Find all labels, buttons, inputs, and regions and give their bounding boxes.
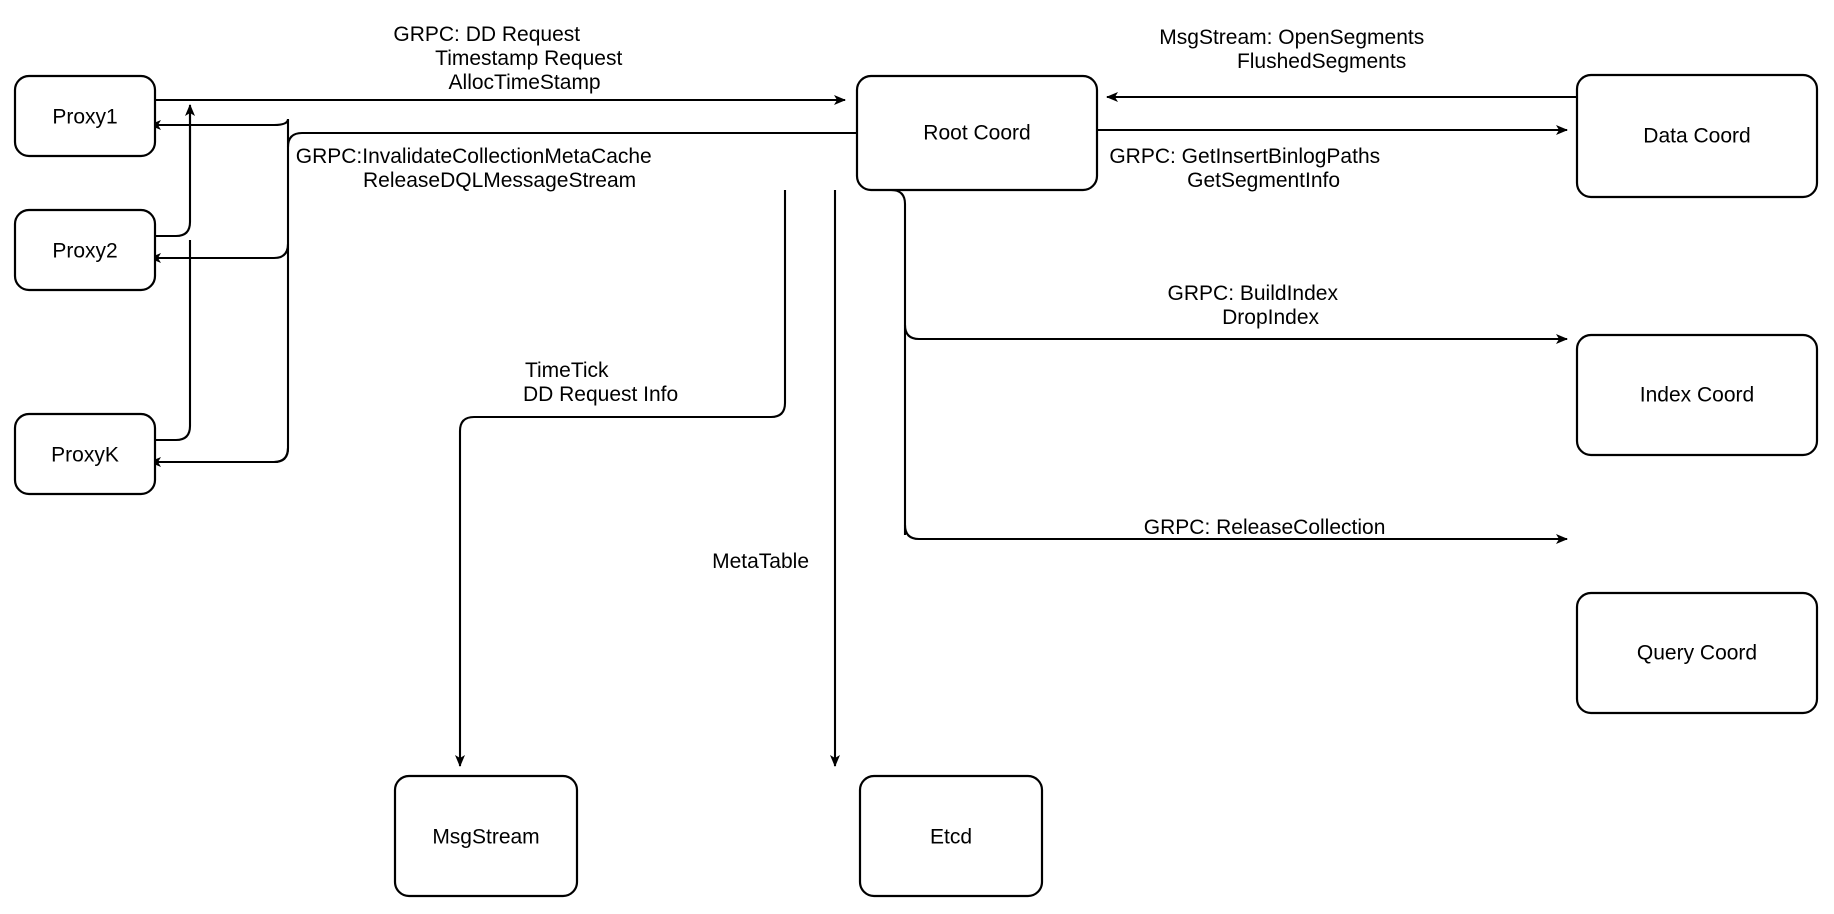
edge-label-root-to-indexcoord: GRPC: BuildIndex DropIndex	[0, 0, 1390, 329]
edge-label-root-to-etcd: MetaTable	[0, 0, 850, 573]
node-proxyk[interactable]: ProxyK	[13, 412, 157, 496]
edges-layer	[149, 92, 1577, 767]
edge-root-to-proxy1	[149, 118, 290, 147]
edge-root-right-trunk	[890, 188, 907, 535]
node-proxyk-shape[interactable]	[13, 412, 157, 496]
node-proxy1[interactable]: Proxy1	[13, 74, 157, 158]
edge-label-root-to-datacoord: GRPC: GetInsertBinlogPaths GetSegmentInf…	[0, 0, 1433, 192]
node-root-coord-label: Root Coord	[923, 122, 1030, 145]
edge-root-to-msgstream	[455, 190, 787, 767]
node-query-coord-label: Query Coord	[1637, 642, 1757, 665]
node-index-coord-shape[interactable]	[1575, 333, 1819, 457]
node-proxy2-shape[interactable]	[13, 208, 157, 292]
edge-root-to-proxyk	[149, 447, 290, 467]
node-data-coord-shape[interactable]	[1575, 73, 1819, 199]
node-etcd-shape[interactable]	[858, 774, 1044, 898]
node-msgstream-shape[interactable]	[393, 774, 579, 898]
edge-label-datacoord-to-root: MsgStream: OpenSegments FlushedSegments	[0, 0, 1477, 73]
node-query-coord-shape[interactable]	[1575, 591, 1819, 715]
edge-label-root-to-querycoord: GRPC: ReleaseCollection	[0, 0, 1426, 539]
node-etcd-label: Etcd	[930, 826, 972, 849]
node-root-coord-shape[interactable]	[855, 74, 1099, 192]
edge-proxyk-trunk	[155, 240, 192, 442]
edge-label-proxy-to-root: GRPC: DD Request Timestamp Request Alloc…	[0, 0, 675, 94]
nodes-layer: Proxy1 Proxy2 ProxyK Root Coord Data Coo…	[13, 73, 1819, 898]
node-proxy1-shape[interactable]	[13, 74, 157, 158]
edge-root-to-proxy2	[149, 243, 290, 263]
node-proxy1-label: Proxy1	[52, 106, 117, 129]
edge-root-to-indexcoord	[903, 324, 1568, 344]
edge-label-root-to-msgstream: TimeTick DD Request Info	[0, 0, 719, 406]
node-proxy2-label: Proxy2	[52, 240, 117, 263]
node-proxyk-label: ProxyK	[51, 444, 119, 467]
edge-labels-layer: GRPC: DD Request Timestamp Request Alloc…	[0, 0, 1477, 573]
node-data-coord[interactable]: Data Coord	[1575, 73, 1819, 199]
node-proxy2[interactable]: Proxy2	[13, 208, 157, 292]
node-query-coord[interactable]: Query Coord	[1575, 591, 1819, 715]
edge-label-root-to-proxies: GRPC:InvalidateCollectionMetaCache Relea…	[0, 0, 704, 192]
node-root-coord[interactable]: Root Coord	[855, 74, 1099, 192]
edge-root-to-querycoord	[903, 524, 1568, 544]
node-etcd[interactable]: Etcd	[858, 774, 1044, 898]
node-index-coord[interactable]: Index Coord	[1575, 333, 1819, 457]
node-data-coord-label: Data Coord	[1643, 125, 1750, 148]
node-index-coord-label: Index Coord	[1640, 384, 1754, 407]
node-msgstream[interactable]: MsgStream	[393, 774, 579, 898]
node-msgstream-label: MsgStream	[432, 826, 539, 849]
edge-proxy2-trunk	[155, 110, 192, 238]
